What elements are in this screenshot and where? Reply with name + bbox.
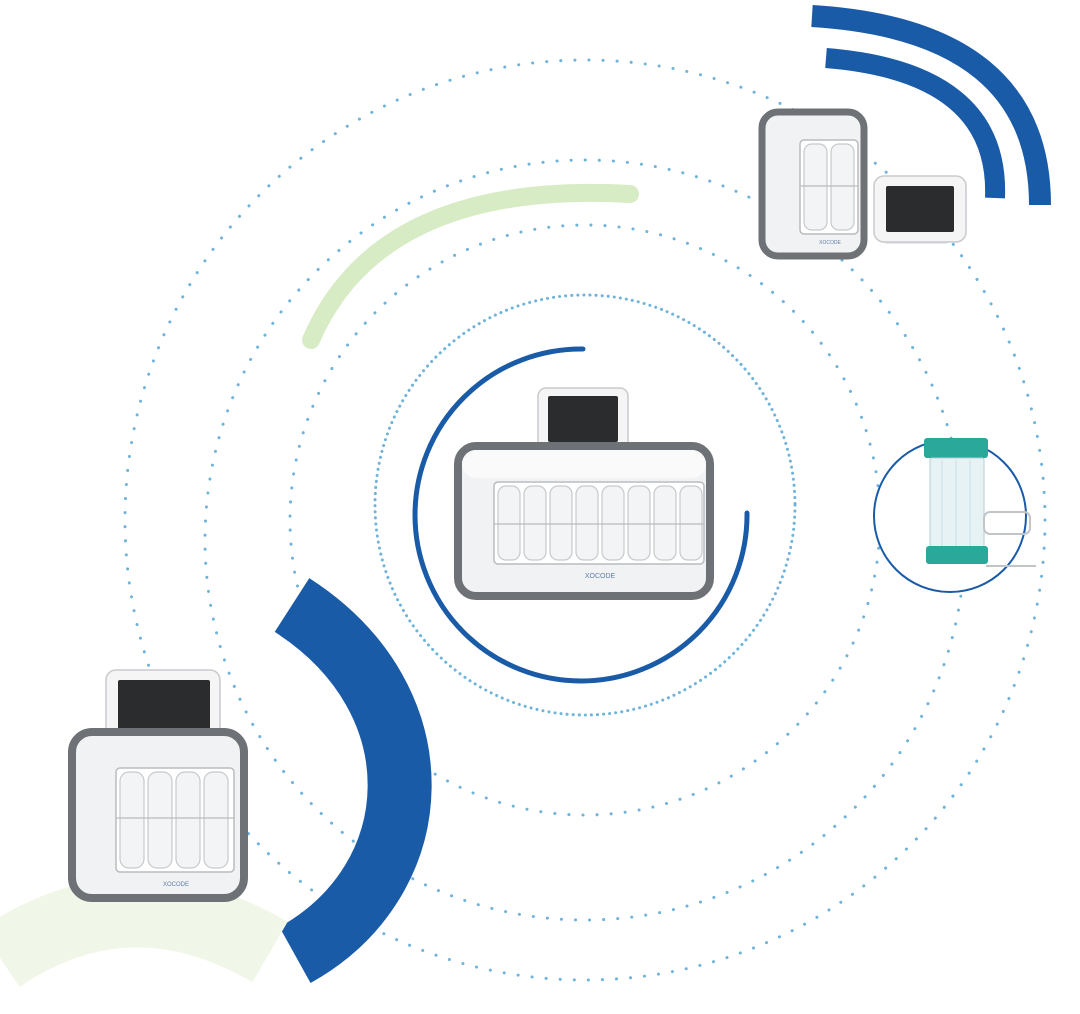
- two-slot-slots: [803, 143, 855, 231]
- four-slot-slots: [119, 771, 229, 869]
- four-slot-screen: [118, 680, 210, 738]
- cartridge-tube: [929, 457, 985, 549]
- dotted-ring-1: [373, 293, 797, 717]
- thick-blue-arc-shape: [274, 578, 432, 983]
- analyzer-screen: [548, 396, 618, 442]
- pale-green-arc: [0, 877, 288, 988]
- reagent-cartridge: [873, 438, 1036, 593]
- analyzer-logo: XOCODE: [585, 573, 616, 580]
- eight-slot-analyzer: XOCODE: [454, 387, 714, 600]
- two-slot-analyzer: XOCODE: [758, 108, 967, 260]
- tablet-screen: [886, 186, 954, 232]
- green-arc: [302, 183, 639, 349]
- cartridge-cap: [924, 438, 988, 458]
- four-slot-analyzer: XOCODE: [68, 669, 248, 902]
- analyzer-top: [462, 450, 706, 478]
- cartridge-handle: [983, 511, 1031, 535]
- dotted-ring-4: [123, 58, 1047, 982]
- four-slot-logo: XOCODE: [163, 882, 189, 888]
- cartridge-channels: [941, 460, 971, 546]
- wifi-signal-icon: [811, 5, 1051, 206]
- two-slot-logo: XOCODE: [819, 240, 841, 246]
- cartridge-base: [926, 546, 988, 564]
- central-blue-arc: [412, 346, 750, 684]
- analyzer-slots: [497, 485, 703, 561]
